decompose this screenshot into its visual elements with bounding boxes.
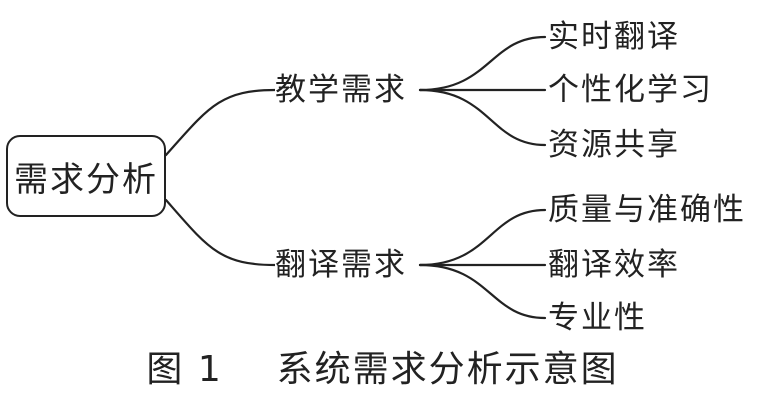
leaf-label: 个性化学习	[548, 72, 713, 108]
connector-root-to-branch-1	[164, 88, 277, 157]
branch-label: 翻译需求	[275, 247, 407, 283]
leaf-label: 资源共享	[548, 127, 680, 163]
root-node: 需求分析	[6, 135, 166, 217]
leaf-node: 资源共享	[548, 125, 680, 165]
leaf-node: 实时翻译	[548, 17, 680, 57]
connector-branch-2-to-leaf-3	[418, 263, 547, 320]
root-node-label: 需求分析	[14, 159, 158, 200]
leaf-node: 专业性	[548, 298, 647, 338]
connector-branch-1-to-leaf-1	[418, 35, 547, 92]
leaf-node: 质量与准确性	[548, 190, 746, 230]
leaf-label: 质量与准确性	[548, 192, 746, 228]
branch-label: 教学需求	[275, 72, 407, 108]
leaf-label: 实时翻译	[548, 19, 680, 55]
figure-title: 系统需求分析示意图	[276, 349, 619, 390]
connector-branch-2-to-leaf-1	[418, 208, 547, 267]
figure-number: 图 1	[146, 349, 223, 390]
figure-caption: 图 1 系统需求分析示意图	[0, 348, 765, 392]
branch-node-translation: 翻译需求	[275, 245, 407, 285]
leaf-label: 专业性	[548, 300, 647, 336]
leaf-node: 个性化学习	[548, 70, 713, 110]
connector-root-to-branch-2	[164, 198, 277, 267]
connector-branch-1-to-leaf-3	[418, 88, 547, 147]
leaf-node: 翻译效率	[548, 245, 680, 285]
leaf-label: 翻译效率	[548, 247, 680, 283]
branch-node-teaching: 教学需求	[275, 70, 407, 110]
